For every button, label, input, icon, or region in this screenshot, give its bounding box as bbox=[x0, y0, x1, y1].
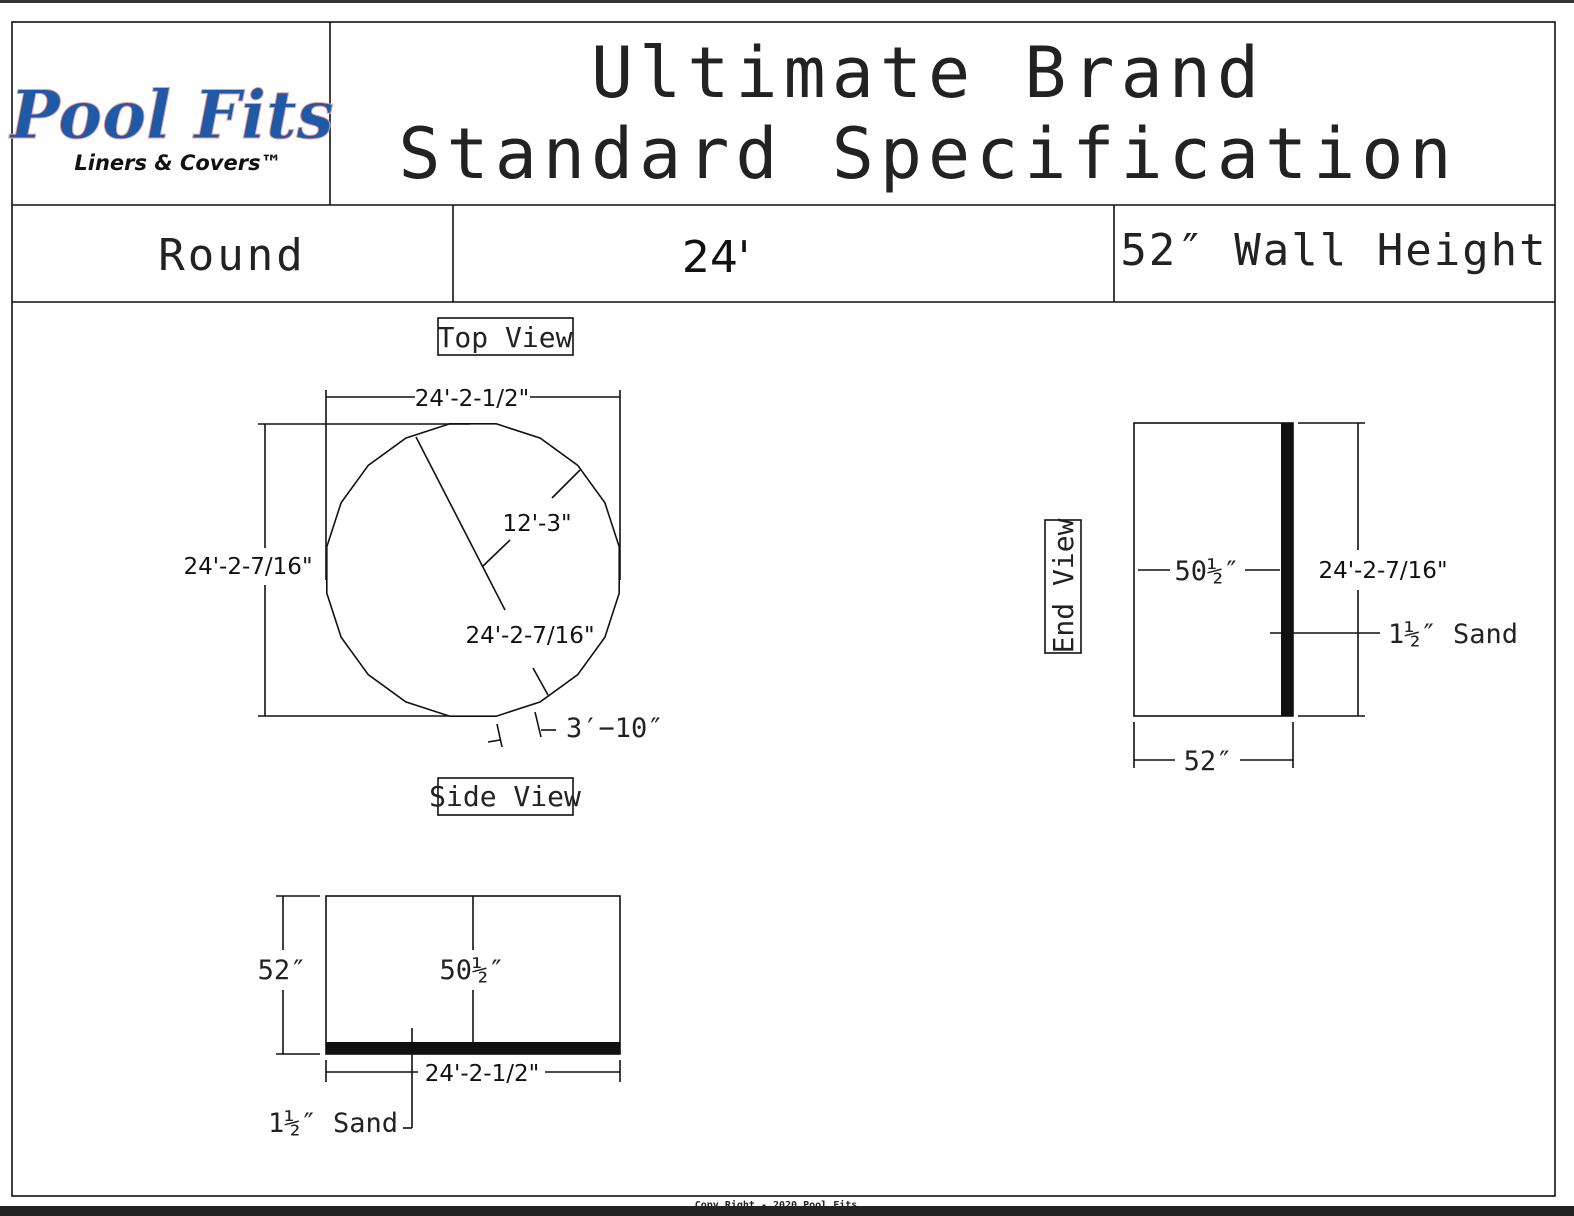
end-view-label: End View bbox=[1047, 518, 1080, 653]
end-inner-dim: 50½″ bbox=[1174, 556, 1239, 587]
size-label: 24' bbox=[682, 232, 750, 283]
pool-outline-polygon bbox=[325, 422, 621, 718]
segment-dim: 3′−10″ bbox=[566, 713, 664, 744]
diameter-dim: 24'-2-7/16" bbox=[465, 623, 594, 649]
side-view-label: Side View bbox=[429, 780, 581, 813]
shape-label: Round bbox=[158, 230, 305, 281]
radius-dim: 12'-3" bbox=[502, 511, 571, 537]
title-line-2: Standard Specification bbox=[398, 113, 1457, 195]
side-view-dimension-lines bbox=[276, 895, 621, 1129]
end-view-label-box bbox=[1044, 519, 1082, 654]
side-inner-dim: 50½″ bbox=[439, 955, 504, 986]
copyright: Copy Right - 2020 Pool Fits bbox=[695, 1199, 858, 1211]
end-height-dim: 52″ bbox=[1184, 746, 1233, 777]
top-view-label-box bbox=[437, 317, 574, 356]
drawing-frame bbox=[11, 21, 1556, 1197]
bottom-rule bbox=[0, 1206, 1574, 1216]
side-length-dim: 24'-2-1/2" bbox=[425, 1061, 539, 1087]
sand-layer bbox=[326, 1042, 620, 1054]
end-view-dimension-lines bbox=[1133, 422, 1380, 768]
side-view-label-box bbox=[437, 777, 574, 816]
side-height-dim: 52″ bbox=[258, 955, 307, 986]
logo-brand: Pool Fits bbox=[8, 76, 334, 154]
top-rule bbox=[0, 0, 1574, 3]
top-width-dim: 24'-2-1/2" bbox=[415, 386, 529, 412]
top-height-dim: 24'-2-7/16" bbox=[183, 554, 312, 580]
side-sand-dim: 1½″ Sand bbox=[268, 1108, 398, 1139]
pool-fits-logo: Pool Fits Liners & Covers™ bbox=[8, 76, 335, 176]
top-view-label: Top View bbox=[438, 321, 573, 354]
title-line-1: Ultimate Brand bbox=[591, 32, 1265, 114]
end-sand-layer bbox=[1281, 423, 1293, 716]
end-length-dim: 24'-2-7/16" bbox=[1318, 558, 1447, 584]
logo-tagline: Liners & Covers™ bbox=[74, 151, 281, 175]
wall-height-label: 52″ Wall Height bbox=[1120, 225, 1547, 276]
end-sand-dim: 1½″ Sand bbox=[1388, 619, 1518, 650]
top-view-dimension-lines bbox=[258, 390, 621, 748]
